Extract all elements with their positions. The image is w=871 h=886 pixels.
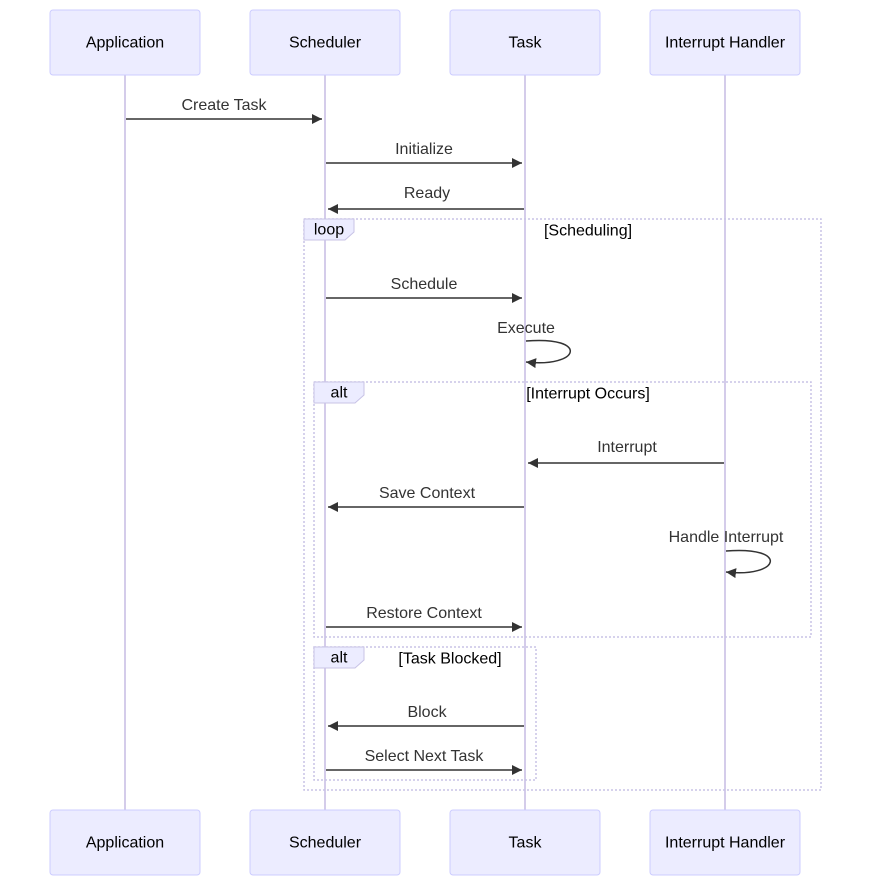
message-schedule-label: Schedule [391, 276, 458, 293]
actor-interrupt-handler-bottom-label: Interrupt Handler [665, 835, 786, 852]
message-block-label: Block [407, 704, 447, 721]
alt-frame-blocked-condition: [Task Blocked] [398, 651, 501, 668]
message-save-context: Save Context [328, 485, 524, 512]
actor-interrupt-handler-bottom-box [649, 809, 801, 876]
message-create-task-label: Create Task [181, 97, 267, 114]
actor-interrupt-handler-top-box [649, 9, 801, 76]
message-create-task: Create Task [126, 97, 322, 124]
alt-frame-interrupt-label: alt [331, 385, 348, 402]
message-handle-interrupt-arrow [725, 549, 772, 579]
message-interrupt: Interrupt [528, 439, 724, 468]
alt-frame-blocked-label: alt [331, 650, 348, 667]
actor-scheduler-top: Scheduler [249, 9, 401, 76]
actor-task-bottom-label: Task [509, 835, 543, 852]
actor-application-top-box [49, 9, 201, 76]
actor-task-top-box [449, 9, 601, 76]
actor-application-bottom-box [49, 809, 201, 876]
message-schedule: Schedule [326, 276, 522, 303]
actor-task-bottom-box [449, 809, 601, 876]
actor-interrupt-handler-top: Interrupt Handler [649, 9, 801, 76]
message-select-next-task-label: Select Next Task [365, 748, 485, 765]
loop-frame-tab [303, 218, 355, 241]
alt-frame-interrupt: alt [Interrupt Occurs] [313, 381, 812, 638]
actor-application-bottom-label: Application [86, 835, 164, 852]
actor-application-top: Application [49, 9, 201, 76]
message-handle-interrupt: Handle Interrupt [669, 529, 784, 579]
actor-task-top-label: Task [509, 35, 543, 52]
actor-task-top: Task [449, 9, 601, 76]
message-initialize: Initialize [326, 141, 522, 168]
message-execute-arrow [525, 339, 572, 369]
actor-application-bottom: Application [49, 809, 201, 876]
lifelines [124, 75, 726, 810]
message-handle-interrupt-label: Handle Interrupt [669, 529, 784, 546]
message-block: Block [328, 704, 524, 731]
message-execute-label: Execute [497, 320, 555, 337]
actor-scheduler-bottom-box [249, 809, 401, 876]
message-ready-label: Ready [404, 185, 450, 202]
message-restore-context-label: Restore Context [366, 605, 482, 622]
loop-frame-border [303, 218, 822, 791]
alt-frame-blocked-border [313, 646, 537, 781]
message-execute: Execute [497, 320, 572, 369]
actor-interrupt-handler-bottom: Interrupt Handler [649, 809, 801, 876]
message-restore-context: Restore Context [326, 605, 522, 632]
loop-frame-condition: [Scheduling] [544, 223, 632, 240]
alt-frame-interrupt-condition: [Interrupt Occurs] [526, 386, 650, 403]
loop-frame: loop [Scheduling] [303, 218, 822, 791]
message-select-next-task: Select Next Task [326, 748, 522, 775]
message-initialize-label: Initialize [395, 141, 453, 158]
actor-scheduler-top-label: Scheduler [289, 35, 362, 52]
actor-scheduler-bottom: Scheduler [249, 809, 401, 876]
loop-frame-label: loop [314, 222, 344, 239]
actors-bottom: Application Scheduler Task Interrupt Han… [49, 809, 801, 876]
alt-frame-interrupt-border [313, 381, 812, 638]
alt-frame-blocked-tab [313, 646, 365, 669]
actor-scheduler-bottom-label: Scheduler [289, 835, 362, 852]
message-interrupt-label: Interrupt [597, 439, 657, 456]
messages: Create Task Initialize Ready Schedule Ex… [126, 97, 784, 775]
actor-interrupt-handler-top-label: Interrupt Handler [665, 35, 786, 52]
message-save-context-label: Save Context [379, 485, 476, 502]
actor-task-bottom: Task [449, 809, 601, 876]
actors-top: Application Scheduler Task Interrupt Han… [49, 9, 801, 76]
alt-frame-interrupt-tab [313, 381, 365, 404]
actor-scheduler-top-box [249, 9, 401, 76]
message-ready: Ready [328, 185, 524, 214]
actor-application-top-label: Application [86, 35, 164, 52]
alt-frame-blocked: alt [Task Blocked] [313, 646, 537, 781]
